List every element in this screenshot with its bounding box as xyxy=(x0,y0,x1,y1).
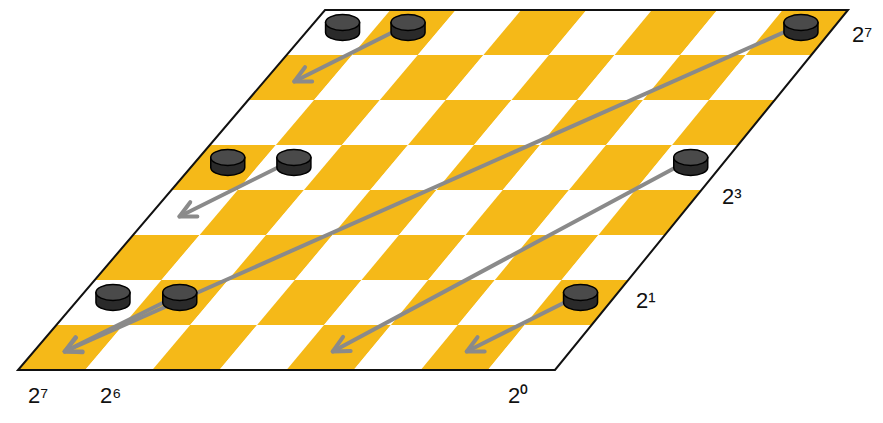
checker-piece xyxy=(326,15,360,41)
power-label: 2¹ xyxy=(636,290,656,312)
arrow-head xyxy=(179,202,197,216)
checker-pieces xyxy=(96,15,818,311)
arrow-line xyxy=(65,27,797,352)
arrow-head xyxy=(294,67,312,81)
checker-piece xyxy=(96,285,130,311)
checker-piece xyxy=(391,15,425,41)
board-square xyxy=(598,190,701,235)
arrow-head xyxy=(65,337,83,351)
checker-piece xyxy=(277,150,311,176)
checker-piece xyxy=(564,285,598,311)
checker-piece xyxy=(163,285,197,311)
checker-piece xyxy=(211,150,245,176)
arrow-head xyxy=(333,337,351,352)
board-square xyxy=(562,235,665,280)
checker-piece xyxy=(674,150,708,176)
board-square xyxy=(672,100,775,145)
move-arrows xyxy=(65,27,797,353)
arrow-line xyxy=(467,297,577,352)
power-label: 2⁷ xyxy=(28,385,48,407)
arrow-head xyxy=(467,337,485,351)
board-squares xyxy=(18,10,848,370)
power-label: 2³ xyxy=(722,186,742,208)
board-square xyxy=(635,145,738,190)
arrow-line xyxy=(333,162,687,352)
board-square xyxy=(746,10,848,55)
power-label: 2⁶ xyxy=(100,385,121,407)
board-square xyxy=(525,280,629,325)
power-label: 2⁷ xyxy=(852,24,872,46)
board-square xyxy=(709,55,811,100)
checker-piece xyxy=(784,15,818,41)
board-border xyxy=(18,10,848,370)
power-label: 2⁰ xyxy=(508,385,528,407)
